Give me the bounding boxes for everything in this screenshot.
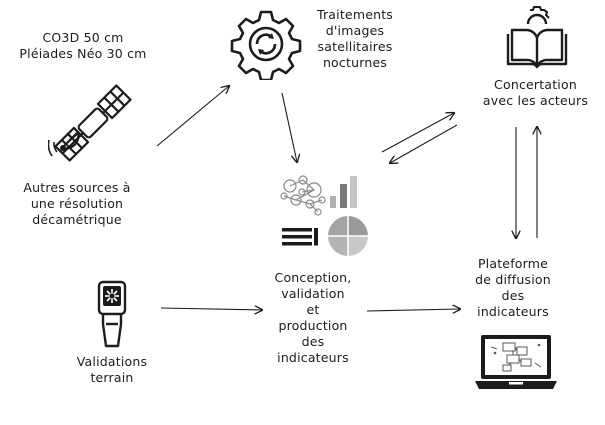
processing-line-4: nocturnes [322, 55, 388, 70]
other-sources-line-1: Autres sources à [23, 180, 131, 195]
processing-label: Traitements d'images satellitaires noctu… [296, 7, 414, 71]
book-gear-icon [506, 6, 568, 69]
conception-line-6: indicateurs [277, 350, 349, 365]
gear-refresh-icon [230, 10, 302, 80]
field-line-1: Validations [76, 354, 148, 369]
sources-line-1: CO3D 50 cm [42, 30, 124, 45]
arrow-field-to-conception [160, 308, 262, 310]
conception-label: Conception, validation et production des… [258, 270, 368, 366]
conception-line-5: des [301, 334, 325, 349]
analytics-chart-icon [280, 175, 368, 256]
arrow-processing-to-conception [281, 92, 297, 162]
platform-line-3: des [501, 288, 525, 303]
arrow-conception-to-platform [366, 309, 460, 311]
platform-label: Plateforme de diffusion des indicateurs [458, 256, 568, 320]
field-label: Validations terrain [52, 354, 172, 386]
sources-label: CO3D 50 cm Pléiades Néo 30 cm [8, 30, 158, 62]
conception-line-2: validation [281, 286, 345, 301]
other-sources-line-3: décamétrique [32, 212, 122, 227]
conception-line-4: production [278, 318, 348, 333]
other-sources-label: Autres sources à une résolution décamétr… [2, 180, 152, 228]
processing-line-3: satellitaires [317, 39, 393, 54]
conception-line-1: Conception, [274, 270, 352, 285]
satellite-icon [48, 84, 132, 162]
other-sources-line-2: une résolution [30, 196, 124, 211]
conception-line-3: et [306, 302, 320, 317]
concertation-line-1: Concertation [494, 77, 577, 92]
arrow-concertation-to-conception [390, 124, 458, 163]
sources-line-2: Pléiades Néo 30 cm [19, 46, 147, 61]
laptop-dashboard-icon [475, 335, 557, 389]
processing-line-2: d'images [325, 23, 385, 38]
arrow-satellite-to-processing [156, 86, 229, 147]
platform-line-4: indicateurs [477, 304, 549, 319]
concertation-label: Concertation avec les acteurs [468, 77, 603, 109]
concertation-line-2: avec les acteurs [482, 93, 589, 108]
handheld-sensor-icon [97, 280, 127, 348]
field-line-2: terrain [90, 370, 134, 385]
platform-line-2: de diffusion [475, 272, 551, 287]
platform-line-1: Plateforme [477, 256, 549, 271]
arrow-conception-to-concertation [381, 113, 454, 153]
processing-line-1: Traitements [316, 7, 394, 22]
